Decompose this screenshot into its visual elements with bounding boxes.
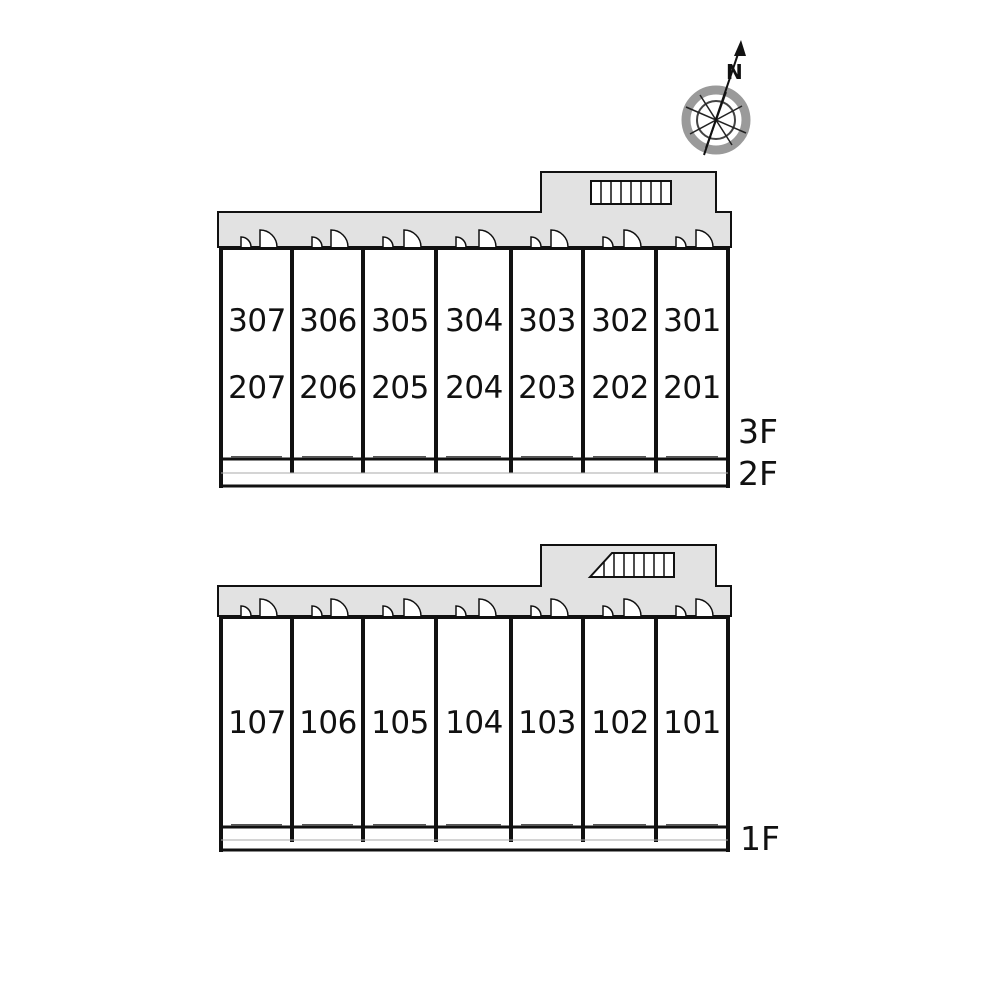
door-swing-icon <box>259 598 278 617</box>
door-swing-icon <box>602 605 614 617</box>
door-swing-icon <box>623 229 642 248</box>
unit-label: 304 <box>445 303 503 339</box>
unit-label: 305 <box>371 303 429 339</box>
door-swing-icon <box>455 605 467 617</box>
floor-label-1f: 1F <box>740 819 780 858</box>
door-swing-icon <box>311 605 323 617</box>
unit-label: 106 <box>299 705 357 741</box>
door-swing-icon <box>240 236 252 248</box>
door-swing-icon <box>623 598 642 617</box>
floor-label-2f: 2F <box>738 454 778 493</box>
door-swing-icon <box>550 229 569 248</box>
unit-label: 301 <box>663 303 721 339</box>
lower-block: 107 106 105 104 103 102 101 1F <box>217 544 780 858</box>
unit-label: 107 <box>228 705 286 741</box>
unit-label: 207 <box>228 370 286 406</box>
unit-label: 302 <box>591 303 649 339</box>
door-swing-icon <box>530 236 542 248</box>
unit-label: 103 <box>518 705 576 741</box>
door-swing-icon <box>403 598 422 617</box>
door-swing-icon <box>455 236 467 248</box>
door-swing-icon <box>382 236 394 248</box>
door-swing-icon <box>530 605 542 617</box>
door-swing-icon <box>675 236 687 248</box>
unit-label: 204 <box>445 370 503 406</box>
unit-label: 104 <box>445 705 503 741</box>
door-swing-icon <box>695 229 714 248</box>
door-swing-icon <box>311 236 323 248</box>
upper-doors <box>240 229 714 248</box>
unit-label: 206 <box>299 370 357 406</box>
unit-label: 101 <box>663 705 721 741</box>
door-swing-icon <box>478 598 497 617</box>
compass-north-label: N <box>726 60 743 84</box>
door-swing-icon <box>330 229 349 248</box>
door-swing-icon <box>695 598 714 617</box>
door-swing-icon <box>602 236 614 248</box>
door-swing-icon <box>403 229 422 248</box>
door-swing-icon <box>240 605 252 617</box>
unit-label: 203 <box>518 370 576 406</box>
unit-label: 303 <box>518 303 576 339</box>
compass-icon: N <box>681 40 751 156</box>
floor-label-3f: 3F <box>738 412 778 451</box>
staircase-icon <box>590 180 672 205</box>
upper-block: 307 306 305 304 303 302 301 207 206 205 … <box>217 171 778 493</box>
unit-label: 306 <box>299 303 357 339</box>
staircase-icon <box>587 552 675 578</box>
unit-label: 105 <box>371 705 429 741</box>
door-swing-icon <box>550 598 569 617</box>
door-swing-icon <box>675 605 687 617</box>
unit-label: 102 <box>591 705 649 741</box>
unit-label: 202 <box>591 370 649 406</box>
door-swing-icon <box>478 229 497 248</box>
lower-doors <box>240 598 714 617</box>
unit-label: 205 <box>371 370 429 406</box>
door-swing-icon <box>259 229 278 248</box>
door-swing-icon <box>382 605 394 617</box>
door-swing-icon <box>330 598 349 617</box>
unit-label: 307 <box>228 303 286 339</box>
unit-label: 201 <box>663 370 721 406</box>
